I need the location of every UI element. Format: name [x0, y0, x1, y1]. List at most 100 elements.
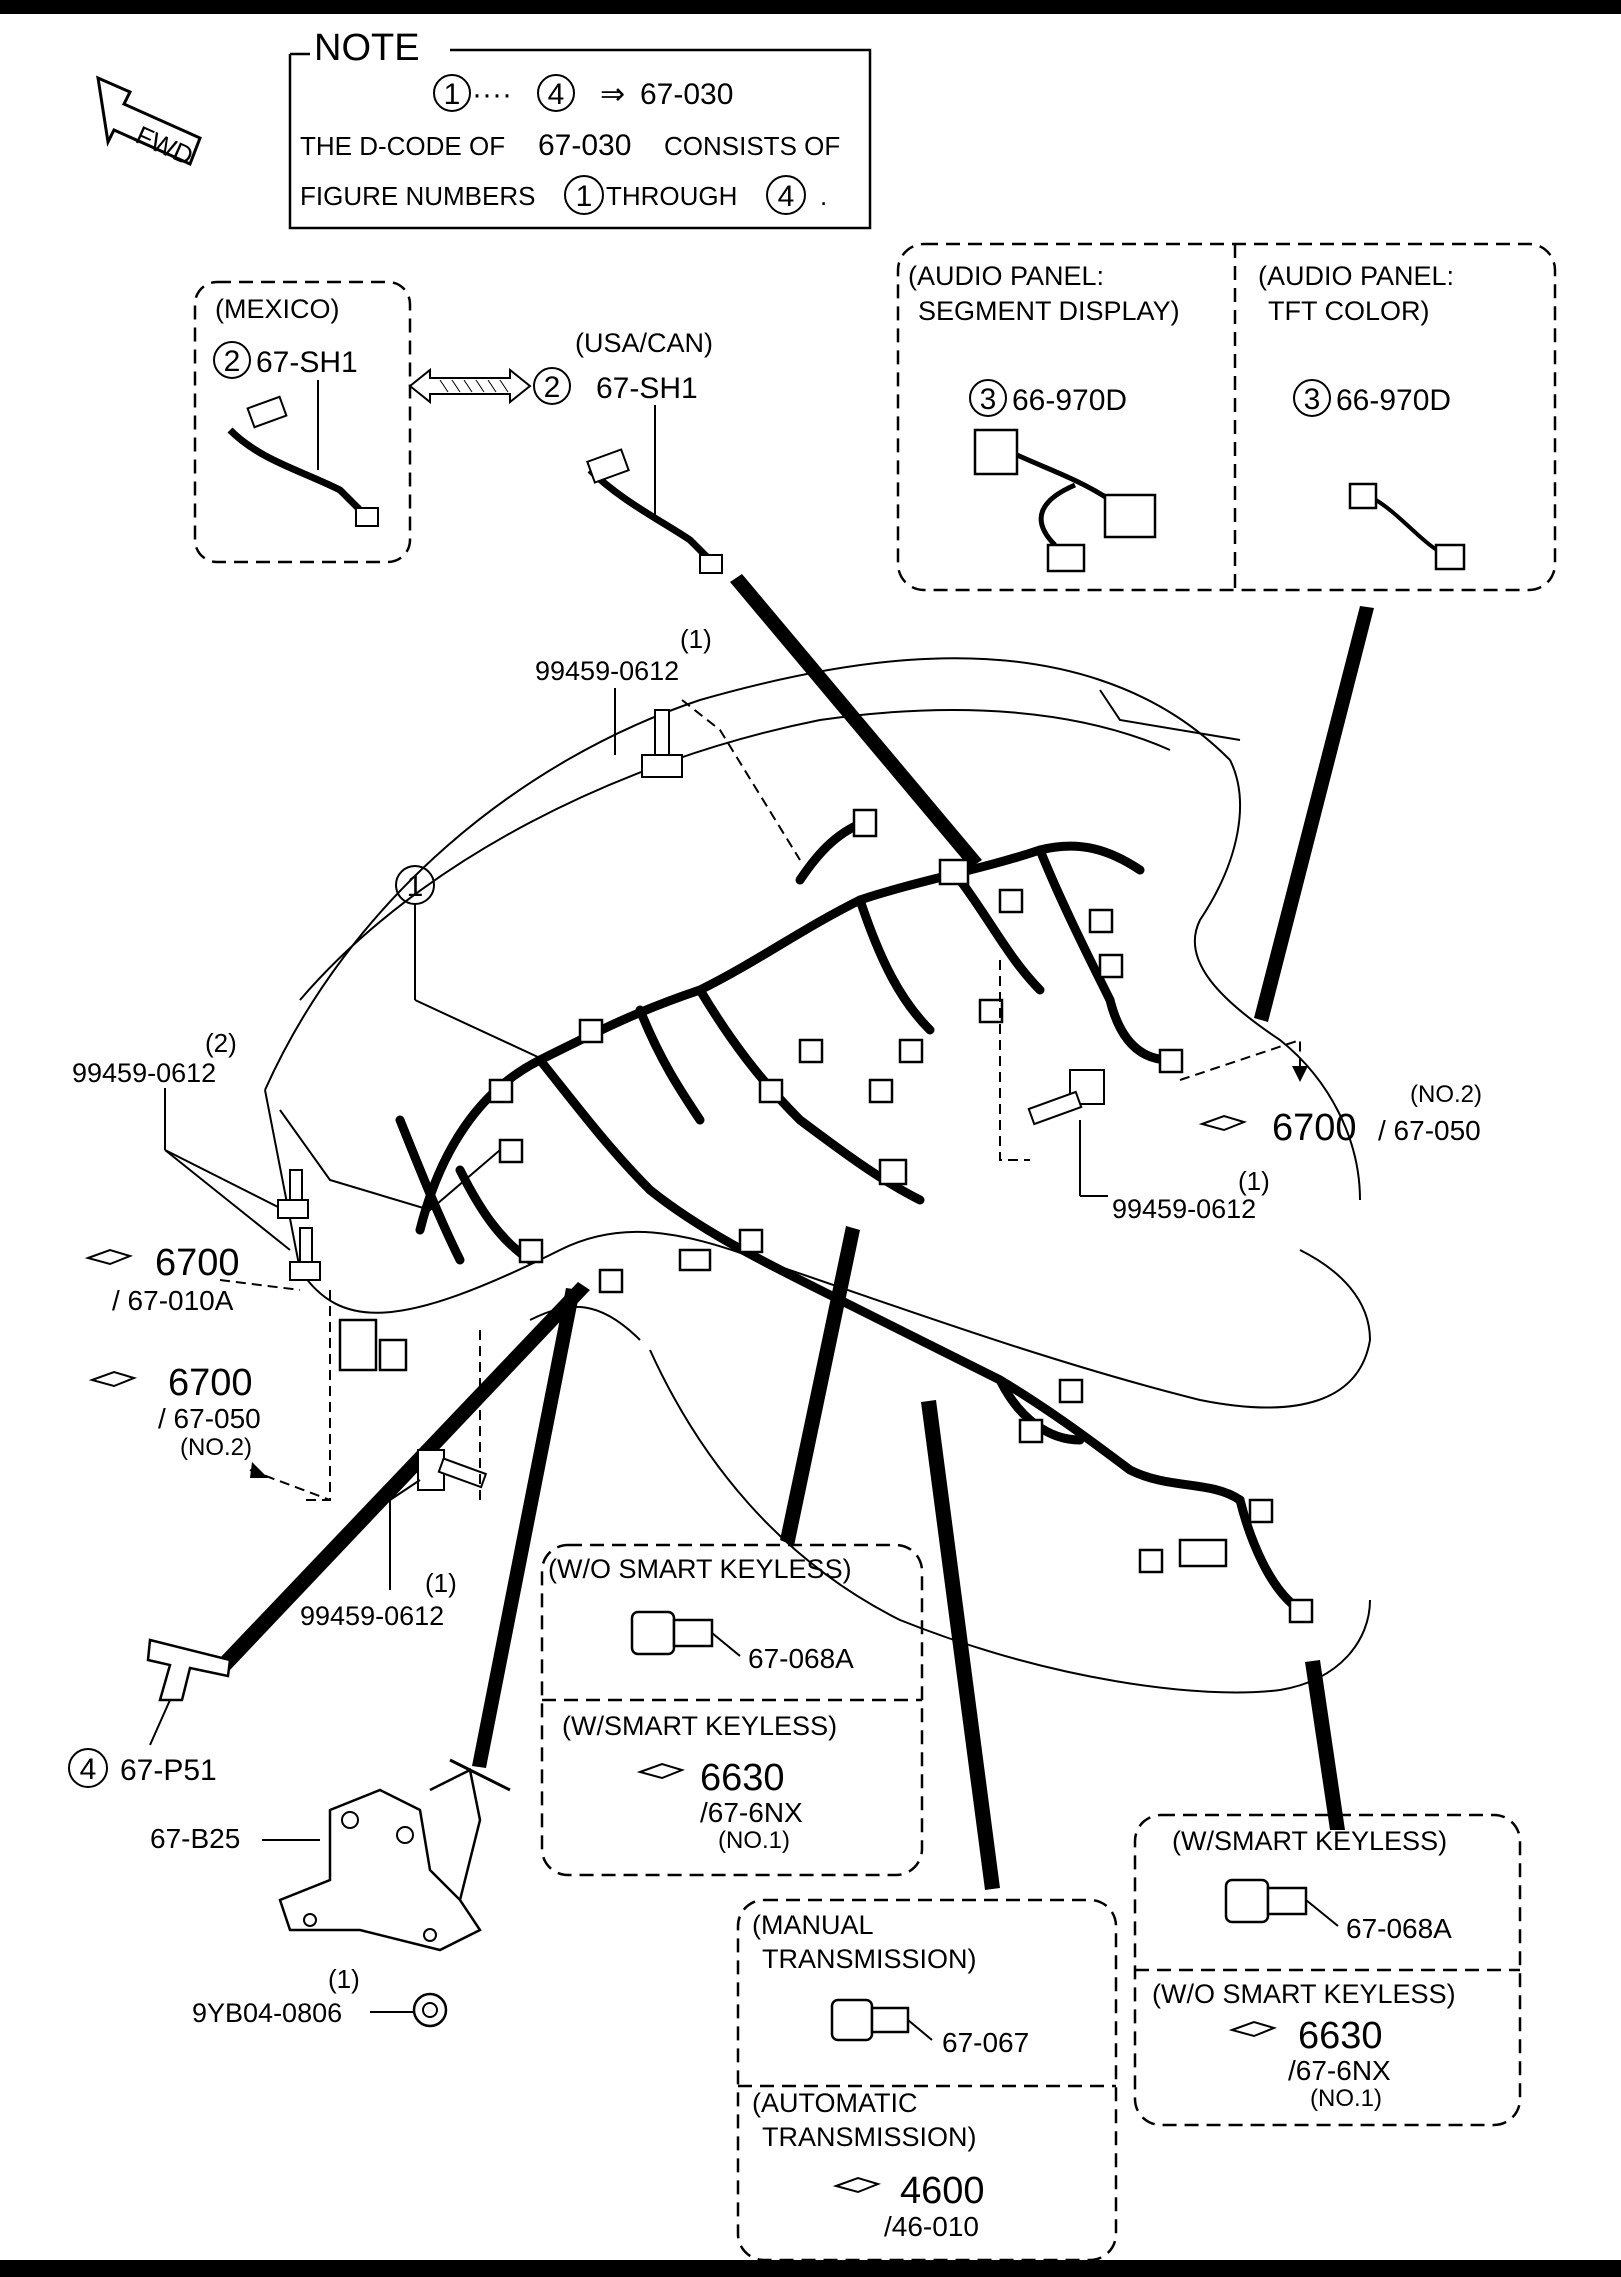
- note-line2-b: 67-030: [538, 129, 631, 162]
- kl-left-b-num: 6630: [700, 1757, 785, 1799]
- kl-right-a-code: 67-068A: [1346, 1913, 1452, 1944]
- bolts-left: (2) 99459-0612: [72, 1028, 321, 1281]
- reference-hand-icon: [84, 1248, 134, 1266]
- part-67-p51: 4 67-P51: [68, 1638, 232, 1788]
- ref1-num: 6700: [155, 1242, 240, 1284]
- audio-tft-label2: TFT COLOR): [1268, 296, 1430, 326]
- note-line2-a: THE D-CODE OF: [300, 131, 505, 161]
- bolt-right-code: 99459-0612: [1112, 1194, 1256, 1224]
- interchange-arrow-icon: [408, 367, 532, 405]
- bolt-top-qty: (1): [680, 624, 712, 654]
- ref1-sub: / 67-010A: [112, 1285, 234, 1316]
- mexico-code: 67-SH1: [256, 346, 358, 379]
- note-range-dots: ····: [472, 78, 512, 111]
- trans-a-label1: (MANUAL: [752, 1910, 874, 1940]
- audio-seg-num: 3: [980, 383, 997, 416]
- kl-right-b-sub: /67-6NX: [1288, 2055, 1391, 2086]
- reference-hand-icon: [636, 1762, 686, 1780]
- bolt-top: (1) 99459-0612: [535, 624, 801, 861]
- kl-left-a-label: (W/O SMART KEYLESS): [548, 1554, 852, 1584]
- ref-6700-left: 6700 / 67-010A: [84, 1242, 301, 1316]
- note-line3-n2: 4: [778, 180, 795, 213]
- top-rule: [0, 0, 1621, 14]
- ref3-no: (NO.2): [1410, 1081, 1482, 1108]
- forward-arrow-icon: FWD: [96, 75, 202, 171]
- mexico-variant-box: (MEXICO) 2 67-SH1: [193, 280, 412, 564]
- bolt-right: 99459-0612 (1): [999, 960, 1270, 1224]
- kl-right-b-num: 6630: [1298, 2015, 1383, 2057]
- keyless-right-box: (W/SMART KEYLESS) 67-068A (W/O SMART KEY…: [1133, 1813, 1522, 2127]
- mexico-num: 2: [224, 345, 241, 378]
- ref2-no: (NO.2): [180, 1434, 252, 1461]
- note-line3-a: FIGURE NUMBERS: [300, 181, 535, 211]
- note-dcode: 67-030: [640, 78, 733, 111]
- bolt-left-code: 99459-0612: [72, 1058, 216, 1088]
- keyless-left-box: (W/O SMART KEYLESS) 67-068A (W/SMART KEY…: [540, 1543, 924, 1877]
- bottom-rule: [0, 2260, 1621, 2277]
- part-67-b25-bracket: 67-B25: [150, 1758, 511, 1952]
- leader-bars: [218, 574, 1374, 1890]
- bolt-right-qty: (1): [1238, 1166, 1270, 1196]
- ref3-sub: / 67-050: [1378, 1115, 1481, 1146]
- kl-left-b-sub: /67-6NX: [700, 1797, 803, 1828]
- bolt-bottom-qty: (1): [425, 1568, 457, 1598]
- connector-icon: [1224, 1878, 1270, 1924]
- ref3-num: 6700: [1272, 1107, 1357, 1149]
- audio-seg-label1: (AUDIO PANEL:: [908, 261, 1104, 291]
- audio-seg-label2: SEGMENT DISPLAY): [918, 296, 1180, 326]
- kl-left-a-code: 67-068A: [748, 1643, 854, 1674]
- ref2-num: 6700: [168, 1362, 253, 1404]
- kl-left-b-label: (W/SMART KEYLESS): [562, 1711, 837, 1741]
- audio-tft-code: 66-970D: [1336, 384, 1451, 417]
- usacan-label: (USA/CAN): [575, 328, 713, 358]
- trans-a-label2: TRANSMISSION): [762, 1944, 977, 1974]
- trans-b-label1: (AUTOMATIC: [752, 2088, 918, 2118]
- usacan-code: 67-SH1: [596, 372, 698, 405]
- audio-panel-box: (AUDIO PANEL: SEGMENT DISPLAY) 3 66-970D…: [896, 242, 1557, 592]
- note-line3-n1: 1: [576, 180, 593, 213]
- ref2-sub: / 67-050: [158, 1403, 261, 1434]
- note-arrow: ⇒: [600, 78, 625, 111]
- kl-left-b-no: (NO.1): [718, 1827, 790, 1854]
- connector-icon: [830, 1998, 874, 2042]
- main-harness-callout: 1: [395, 865, 541, 1059]
- dashboard-outline: [264, 657, 1372, 1694]
- ref-6700-left-2: 6700 / 67-050 (NO.2): [88, 1362, 331, 1501]
- nut-code: 9YB04-0806: [192, 1998, 342, 2028]
- bolt-bottom-code: 99459-0612: [300, 1601, 444, 1631]
- note-title: NOTE: [314, 27, 420, 69]
- kl-right-a-label: (W/SMART KEYLESS): [1172, 1826, 1447, 1856]
- reference-hand-icon: [88, 1370, 138, 1388]
- usacan-variant: (USA/CAN) 2 67-SH1: [533, 328, 723, 574]
- ref-6700-right: 6700 / 67-050 (NO.2): [1179, 1038, 1482, 1149]
- reference-hand-icon: [832, 2176, 882, 2194]
- note-range-from: 1: [444, 78, 461, 111]
- note-box: NOTE 1 ···· 4 ⇒ 67-030 THE D-CODE OF 67-…: [288, 27, 872, 230]
- note-line3-b: THROUGH: [606, 181, 737, 211]
- audio-tft-num: 3: [1304, 383, 1321, 416]
- bolt-left-qty: (2): [205, 1028, 237, 1058]
- reference-hand-icon: [1198, 1114, 1248, 1132]
- audio-seg-code: 66-970D: [1012, 384, 1127, 417]
- harness-connectors: [338, 808, 1314, 1624]
- transmission-box: (MANUAL TRANSMISSION) 67-067 (AUTOMATIC …: [736, 1898, 1118, 2262]
- p51-code: 67-P51: [120, 1754, 217, 1787]
- note-range-to: 4: [548, 78, 565, 111]
- mexico-label: (MEXICO): [215, 294, 340, 324]
- main-num: 1: [407, 870, 424, 903]
- nut-9yb04: (1) 9YB04-0806: [192, 1964, 448, 2028]
- kl-right-b-label: (W/O SMART KEYLESS): [1152, 1979, 1456, 2009]
- audio-tft-label1: (AUDIO PANEL:: [1258, 261, 1454, 291]
- trans-b-num: 4600: [900, 2170, 985, 2212]
- trans-b-sub: /46-010: [884, 2211, 979, 2242]
- b25-code: 67-B25: [150, 1823, 240, 1854]
- nut-qty: (1): [328, 1964, 360, 1994]
- note-line3-c: .: [820, 181, 827, 211]
- usacan-num: 2: [544, 371, 561, 404]
- note-line2-c: CONSISTS OF: [664, 131, 840, 161]
- trans-b-label2: TRANSMISSION): [762, 2122, 977, 2152]
- p51-num: 4: [80, 1753, 97, 1786]
- kl-right-b-no: (NO.1): [1310, 2085, 1382, 2112]
- reference-hand-icon: [1228, 2020, 1278, 2038]
